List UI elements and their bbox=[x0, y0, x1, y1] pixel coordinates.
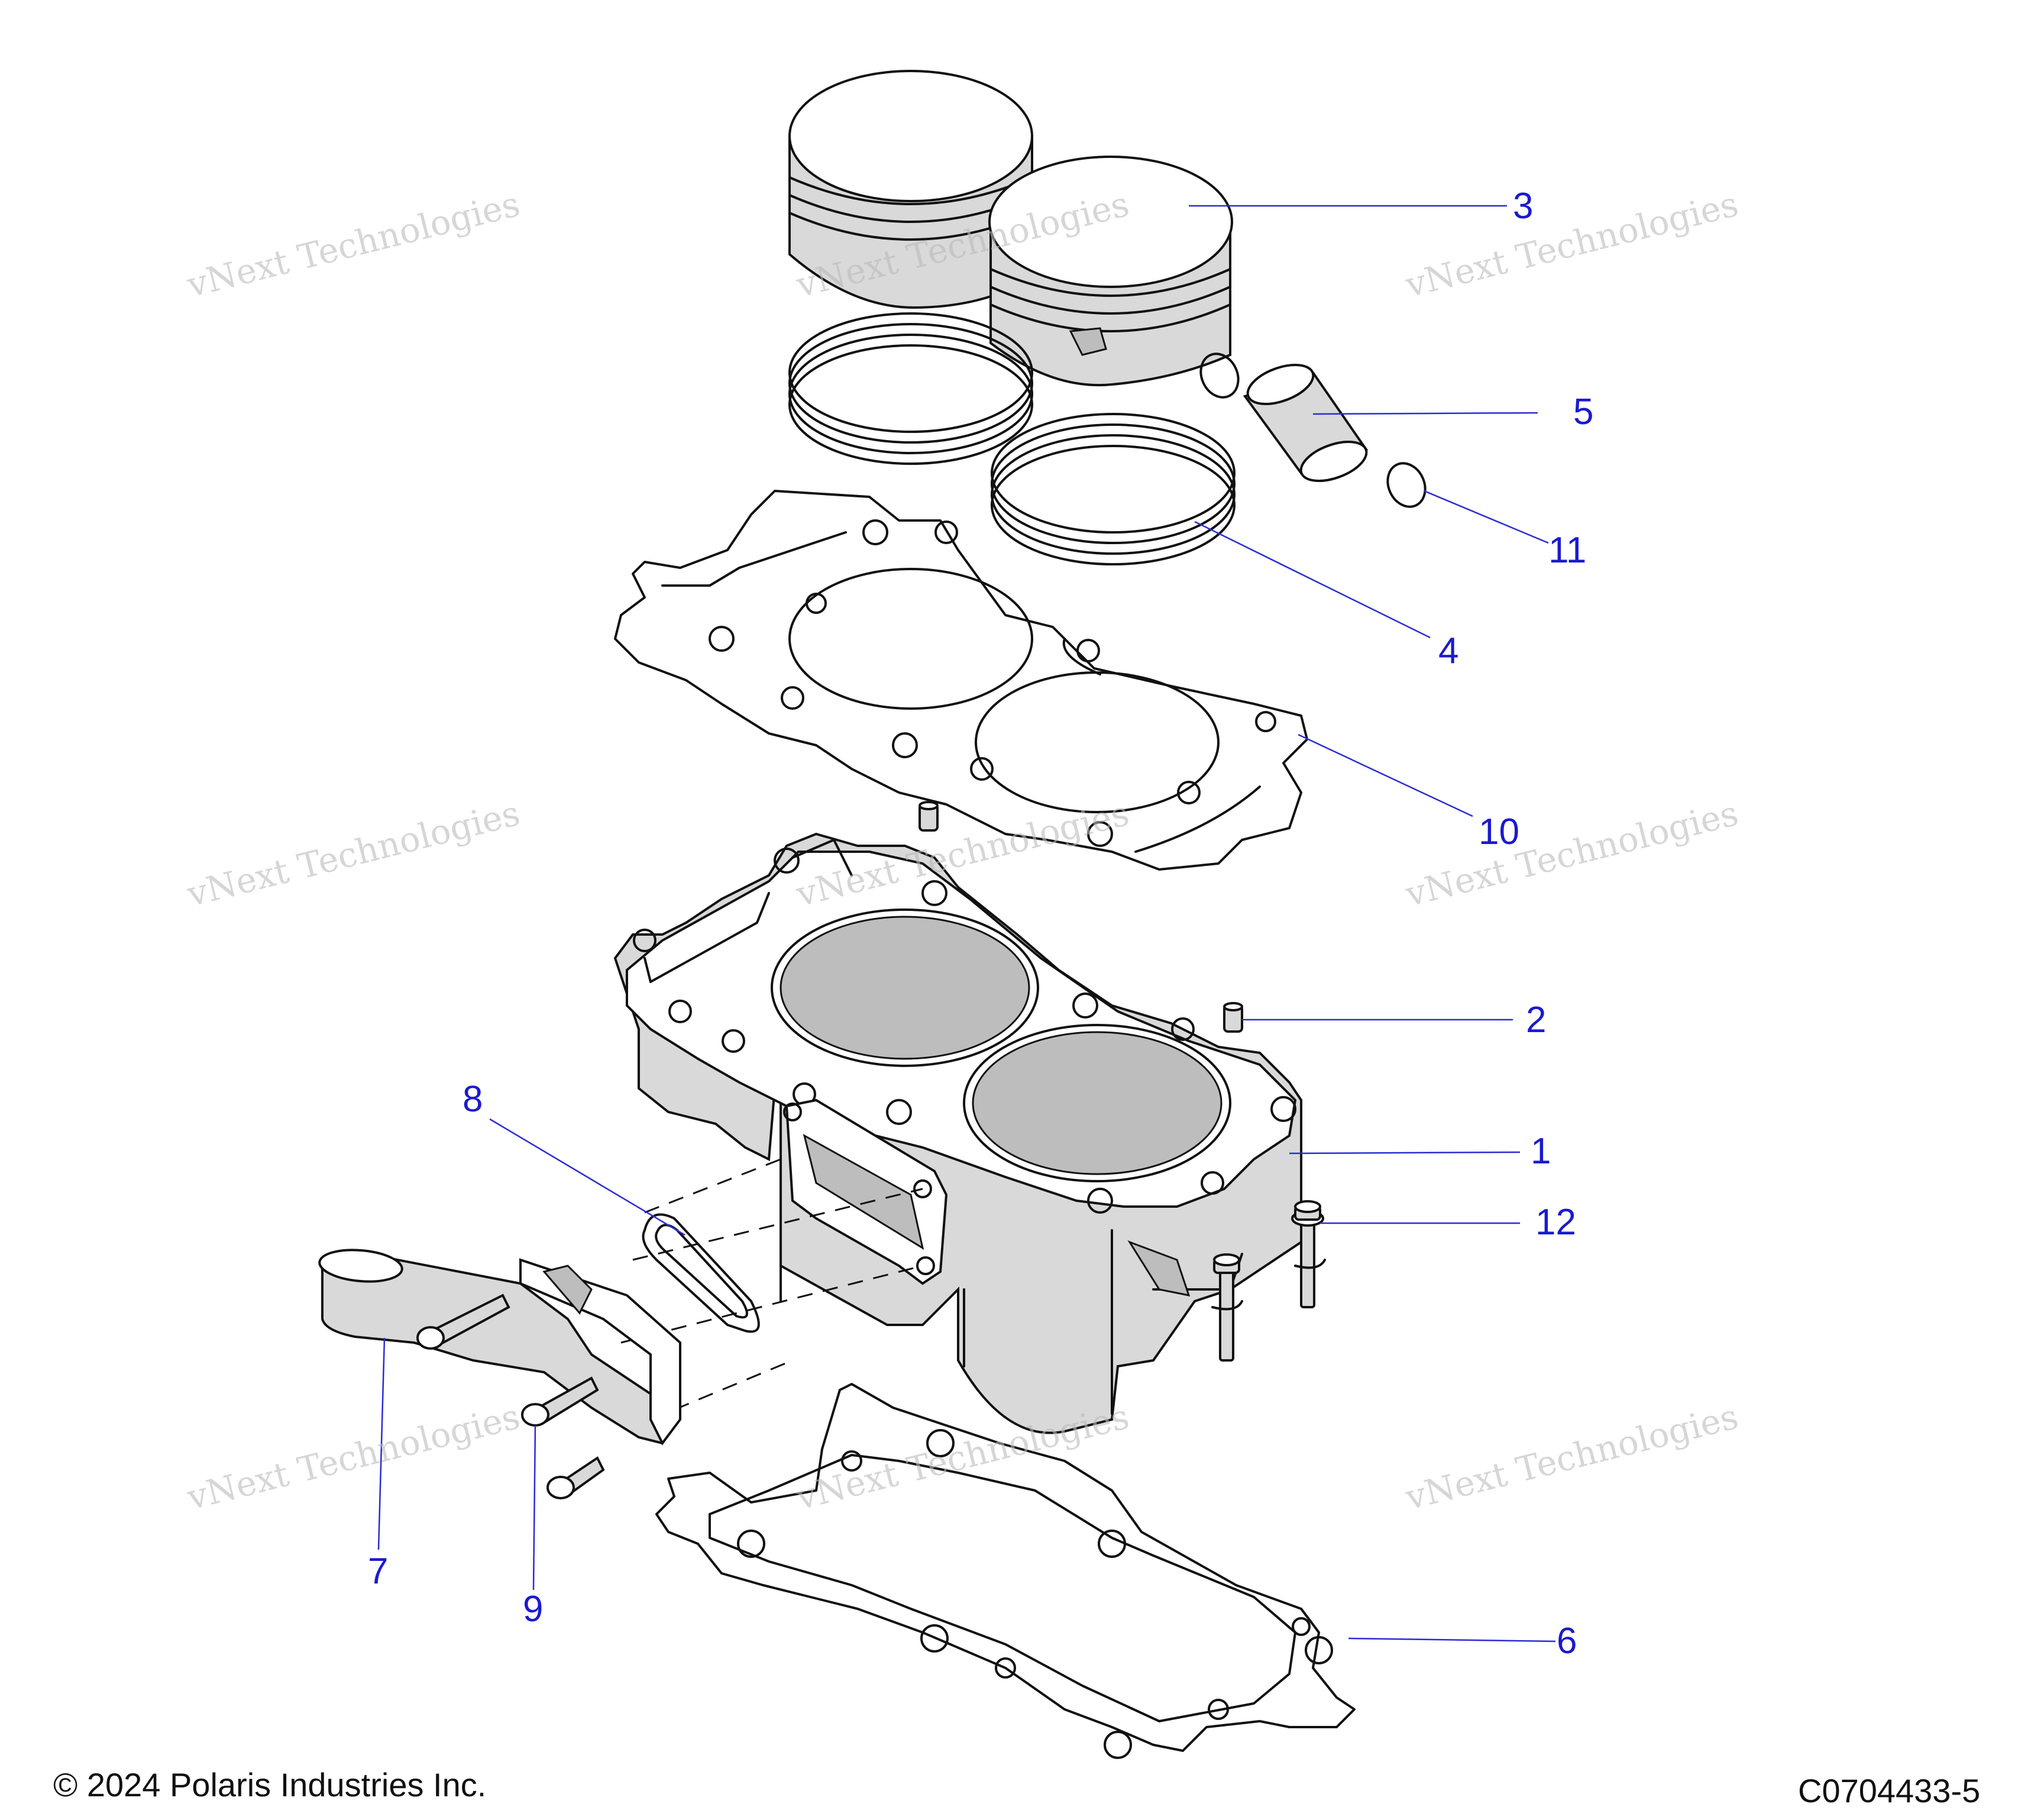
fitting-bolt-upper bbox=[416, 1294, 510, 1350]
circlip-left bbox=[1199, 353, 1240, 399]
piston-front bbox=[988, 156, 1233, 387]
dowel-pin-right bbox=[1223, 1002, 1243, 1086]
leader-9 bbox=[532, 1425, 536, 1590]
piston-ring-set-left bbox=[788, 312, 1033, 465]
leader-5 bbox=[1312, 412, 1538, 415]
piston-rear bbox=[788, 70, 1033, 309]
leader-lines bbox=[377, 205, 1556, 1643]
leader-1 bbox=[1289, 1151, 1521, 1155]
callout-7[interactable]: 7 bbox=[368, 1551, 389, 1592]
callout-10[interactable]: 10 bbox=[1479, 811, 1519, 852]
head-gasket bbox=[614, 490, 1308, 871]
copyright-notice: © 2024 Polaris Industries Inc. bbox=[53, 1766, 487, 1803]
alignment-line-1 bbox=[644, 1158, 781, 1214]
circlip-right bbox=[1386, 462, 1427, 508]
callout-5[interactable]: 5 bbox=[1573, 392, 1594, 432]
cylinder-bolt-left bbox=[1211, 1253, 1243, 1362]
callout-3[interactable]: 3 bbox=[1513, 186, 1534, 227]
callout-11[interactable]: 11 bbox=[1548, 530, 1587, 571]
leader-11 bbox=[1424, 490, 1549, 544]
leader-10 bbox=[1298, 733, 1473, 817]
leader-8 bbox=[489, 1118, 685, 1236]
piston-ring-set-right bbox=[991, 413, 1236, 565]
fitting-bolt-lower bbox=[546, 1456, 605, 1499]
callout-6[interactable]: 6 bbox=[1557, 1621, 1577, 1661]
coolant-o-ring bbox=[642, 1213, 760, 1333]
cylinder-block bbox=[613, 832, 1302, 1434]
alignment-line-2 bbox=[632, 1188, 923, 1261]
callout-1[interactable]: 1 bbox=[1531, 1131, 1551, 1172]
drawing-id: C0704433-5 bbox=[1798, 1772, 1981, 1809]
callout-8[interactable]: 8 bbox=[463, 1079, 483, 1120]
callout-12[interactable]: 12 bbox=[1535, 1202, 1576, 1243]
fitting-bolt-middle bbox=[521, 1376, 599, 1427]
leader-7 bbox=[377, 1337, 386, 1550]
callout-2[interactable]: 2 bbox=[1526, 1000, 1547, 1040]
wrist-pin bbox=[1243, 364, 1369, 482]
cylinder-bolt-right bbox=[1291, 1200, 1326, 1308]
dowel-pin-top bbox=[918, 801, 939, 832]
callout-4[interactable]: 4 bbox=[1438, 631, 1459, 671]
leader-4 bbox=[1194, 520, 1431, 639]
base-gasket bbox=[655, 1383, 1356, 1759]
callout-9[interactable]: 9 bbox=[523, 1589, 544, 1630]
leader-6 bbox=[1348, 1637, 1556, 1643]
